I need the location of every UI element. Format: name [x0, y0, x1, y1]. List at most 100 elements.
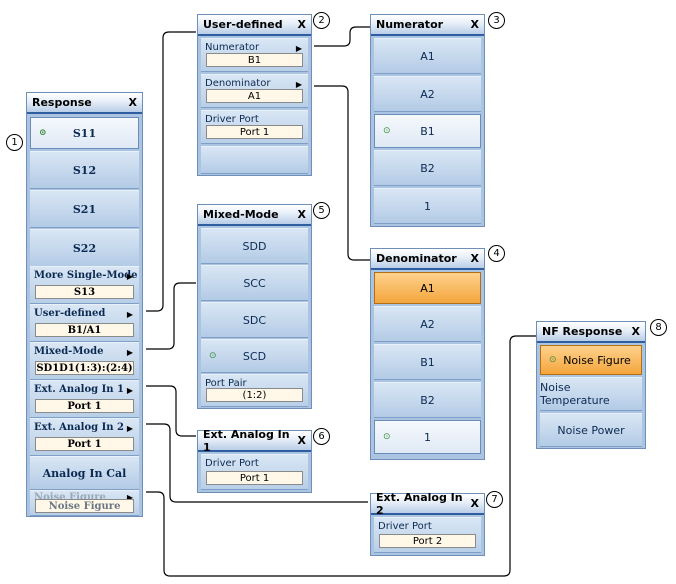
denominator-item-a1[interactable]: A1 [374, 272, 481, 304]
ext-analog-in-2-button[interactable]: Ext. Analog In 2 ▶ Port 1 [30, 418, 139, 456]
callout-2: 2 [313, 12, 330, 29]
nf-response-title: NF Response [542, 325, 623, 338]
ext-analog-in-1-button[interactable]: Ext. Analog In 1 ▶ Port 1 [30, 380, 139, 418]
numerator-item-a2[interactable]: A2 [374, 76, 481, 112]
submenu-arrow-icon: ▶ [295, 80, 302, 89]
ext-analog-in-2-value: Port 1 [35, 437, 134, 451]
close-button[interactable]: X [631, 325, 640, 338]
driver-port-button[interactable]: Driver Port Port 1 [201, 454, 308, 490]
close-button[interactable]: X [128, 96, 137, 109]
driver-port-button[interactable]: Driver Port Port 2 [374, 517, 481, 553]
callout-7: 7 [486, 491, 503, 508]
ext-analog-in-2-titlebar: Ext. Analog In 2 X [371, 490, 484, 517]
close-button[interactable]: X [297, 208, 306, 221]
user-defined-titlebar: User-defined X [198, 15, 311, 36]
denominator-value: A1 [206, 89, 303, 103]
numerator-item-label: B2 [420, 161, 435, 175]
close-button[interactable]: X [470, 18, 479, 31]
denominator-item-b1[interactable]: B1 [374, 344, 481, 380]
mixed-mode-item-sdd[interactable]: SDD [201, 228, 308, 264]
numerator-label: Numerator [205, 42, 260, 53]
user-defined-value: B1/A1 [35, 323, 134, 337]
denominator-button[interactable]: Denominator ▶ A1 [201, 74, 308, 108]
noise-figure-item[interactable]: ⊙ Noise Figure [540, 345, 642, 375]
nf-response-titlebar: NF Response X [537, 322, 645, 343]
submenu-arrow-icon: ▶ [126, 493, 133, 502]
ext-analog-in-2-panel: Ext. Analog In 2 X Driver Port Port 2 [370, 490, 485, 556]
nf-item-label: Noise Power [557, 423, 625, 437]
s11-label: S11 [72, 126, 97, 140]
submenu-arrow-icon: ▶ [126, 348, 133, 357]
noise-figure-label: Noise Figure [34, 492, 106, 503]
denominator-item-label: A1 [420, 281, 435, 295]
callout-1: 1 [6, 134, 23, 151]
callout-6: 6 [313, 428, 330, 445]
radio-selected-icon: ⊙ [549, 355, 557, 365]
s22-label: S22 [72, 241, 97, 255]
submenu-arrow-icon: ▶ [126, 272, 133, 281]
response-panel: Response X ⊙ S11 S12 S21 S22 More Single… [26, 92, 143, 517]
nf-item-label: Noise Temperature [540, 381, 610, 407]
denominator-titlebar: Denominator X [371, 249, 484, 270]
mixed-mode-titlebar: Mixed-Mode X [198, 205, 311, 226]
radio-selected-icon: ⊙ [383, 432, 391, 442]
more-single-mode-label: More Single-Mode [34, 270, 138, 281]
close-button[interactable]: X [297, 434, 306, 447]
numerator-item-1[interactable]: 1 [374, 188, 481, 224]
port-pair-button[interactable]: Port Pair (1:2) [201, 374, 308, 407]
mixed-mode-item-label: SDC [242, 313, 267, 327]
numerator-item-b2[interactable]: B2 [374, 150, 481, 186]
callout-5: 5 [313, 202, 330, 219]
denominator-item-label: A2 [420, 317, 435, 331]
mixed-mode-value: SD1D1(1:3):(2:4) [35, 361, 134, 375]
close-button[interactable]: X [297, 18, 306, 31]
ext-analog-in-1-label: Ext. Analog In 1 [34, 384, 125, 395]
s22-button[interactable]: S22 [30, 229, 139, 267]
close-button[interactable]: X [470, 252, 479, 265]
ext-analog-in-1-title: Ext. Analog In 1 [203, 427, 290, 454]
driver-port-value: Port 1 [206, 125, 303, 139]
denominator-item-a2[interactable]: A2 [374, 306, 481, 342]
response-titlebar: Response X [27, 93, 142, 114]
s11-button[interactable]: ⊙ S11 [30, 117, 139, 149]
nf-response-panel: NF Response X ⊙ Noise Figure Noise Tempe… [536, 321, 646, 449]
numerator-item-label: 1 [424, 199, 431, 213]
mixed-mode-panel: Mixed-Mode X SDD SCC SDC ⊙ SCD Port Pair… [197, 204, 312, 409]
noise-power-item[interactable]: Noise Power [540, 413, 642, 447]
denominator-item-label: B1 [420, 355, 435, 369]
mixed-mode-item-label: SDD [242, 239, 267, 253]
mixed-mode-item-scd[interactable]: ⊙ SCD [201, 339, 308, 373]
close-button[interactable]: X [470, 497, 479, 510]
s21-label: S21 [72, 202, 97, 216]
submenu-arrow-icon: ▶ [295, 44, 302, 53]
ext-analog-in-2-title: Ext. Analog In 2 [376, 490, 463, 517]
s12-label: S12 [72, 163, 97, 177]
noise-temperature-item[interactable]: Noise Temperature [540, 377, 642, 411]
s21-button[interactable]: S21 [30, 190, 139, 228]
more-single-mode-value: S13 [35, 285, 134, 299]
s12-button[interactable]: S12 [30, 151, 139, 189]
numerator-item-a1[interactable]: A1 [374, 38, 481, 74]
numerator-item-b1[interactable]: ⊙ B1 [374, 114, 481, 148]
numerator-item-label: A2 [420, 87, 435, 101]
mixed-mode-button[interactable]: Mixed-Mode ▶ SD1D1(1:3):(2:4) [30, 342, 139, 380]
analog-in-cal-button[interactable]: Analog In Cal [30, 456, 139, 490]
mixed-mode-item-sdc[interactable]: SDC [201, 302, 308, 338]
denominator-label: Denominator [205, 78, 271, 89]
denominator-title: Denominator [376, 252, 457, 265]
port-pair-value: (1:2) [206, 388, 303, 402]
mixed-mode-item-scc[interactable]: SCC [201, 265, 308, 301]
submenu-arrow-icon: ▶ [126, 424, 133, 433]
more-single-mode-button[interactable]: More Single-Mode ▶ S13 [30, 266, 139, 304]
mixed-mode-label: Mixed-Mode [34, 346, 104, 357]
user-defined-button[interactable]: User-defined ▶ B1/A1 [30, 304, 139, 342]
denominator-item-1[interactable]: ⊙ 1 [374, 420, 481, 454]
mixed-mode-item-label: SCD [242, 349, 267, 363]
driver-port-button[interactable]: Driver Port Port 1 [201, 110, 308, 144]
noise-figure-button[interactable]: Noise Figure ▶ Noise Figure [30, 490, 139, 516]
denominator-item-b2[interactable]: B2 [374, 382, 481, 418]
denominator-item-label: 1 [424, 430, 431, 444]
numerator-button[interactable]: Numerator ▶ B1 [201, 38, 308, 72]
mixed-mode-item-label: SCC [243, 276, 266, 290]
user-defined-panel: User-defined X Numerator ▶ B1 Denominato… [197, 14, 312, 176]
